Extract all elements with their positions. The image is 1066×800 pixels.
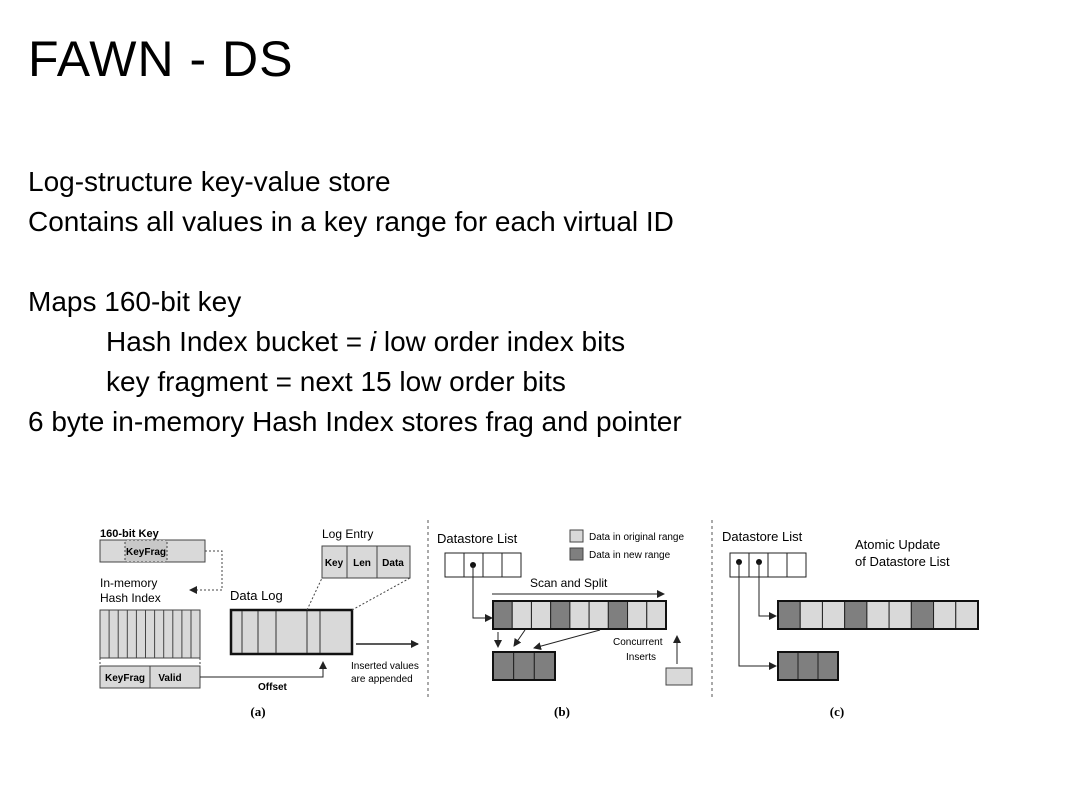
scan-split-label: Scan and Split — [530, 576, 608, 590]
caption-a: (a) — [250, 704, 265, 719]
data-new-range-cell — [844, 600, 868, 630]
caption-c: (c) — [830, 704, 844, 719]
data-new-range-cell — [607, 600, 629, 630]
datastore-c-original — [777, 600, 979, 630]
data-original-range-cell — [888, 600, 912, 630]
legend-new-swatch — [569, 547, 584, 561]
offset-arrow — [200, 661, 327, 678]
data-original-range-cell — [530, 600, 552, 630]
data-new-range-cell — [492, 600, 513, 630]
list-c-pointer-arrow-1 — [758, 562, 777, 620]
datastore-list-label-b: Datastore List — [437, 531, 518, 546]
log-entry-zoom-right — [351, 577, 411, 611]
caption-b: (b) — [554, 704, 570, 719]
data-new-range-cell — [492, 651, 515, 681]
datastore-outline — [777, 600, 979, 630]
panel-a: 160-bit Key KeyFrag In-memory Hash Index… — [99, 527, 419, 719]
datastore-c-new — [777, 651, 839, 681]
offset-label: Offset — [258, 682, 288, 693]
sub-bullet-key-fragment: key fragment = next 15 low order bits — [106, 366, 566, 397]
datastore-b-original — [492, 600, 667, 630]
log-entry-label: Log Entry — [322, 527, 373, 541]
inserted-label-2: are appended — [351, 674, 413, 685]
panel-b: Datastore List Data in original range Da… — [437, 529, 693, 719]
inserted-label-1: Inserted values — [351, 661, 419, 672]
data-new-range-cell — [910, 600, 935, 630]
atomic-update-label-1: Atomic Update — [855, 537, 940, 552]
split-arrow-2 — [513, 629, 526, 647]
list-b-pointer-arrow — [472, 565, 493, 622]
data-original-range-cell — [821, 600, 846, 630]
data-original-range-cell — [627, 600, 648, 630]
datastore-list-label-c: Datastore List — [722, 529, 803, 544]
hash-bucket-variable: i — [369, 326, 377, 357]
bullet-hash-index-bytes: 6 byte in-memory Hash Index stores frag … — [28, 406, 682, 437]
data-original-range-cell — [588, 600, 609, 630]
datastore-b-new — [492, 651, 556, 681]
bucket-valid-label: Valid — [158, 673, 181, 684]
data-original-range-cell — [799, 600, 823, 630]
bullet-log-structure: Log-structure key-value store — [28, 166, 391, 197]
data-log-box — [229, 608, 354, 656]
data-new-range-cell — [777, 600, 801, 630]
log-entry-len: Len — [353, 558, 371, 569]
panel-c: Datastore List Atomic Update of Datastor… — [722, 529, 979, 719]
hash-index-label-1: In-memory — [100, 576, 157, 590]
hash-index-table — [99, 609, 201, 659]
data-original-range-cell — [866, 600, 890, 630]
log-entry-key: Key — [325, 558, 344, 569]
data-original-range-cell — [933, 600, 957, 630]
legend-new-label: Data in new range — [589, 550, 671, 561]
data-original-range-cell — [569, 600, 590, 630]
slide-title: FAWN - DS — [28, 31, 294, 87]
keyfrag-box — [124, 539, 168, 563]
atomic-update-label-2: of Datastore List — [855, 554, 950, 569]
log-entry-data: Data — [382, 558, 404, 569]
legend-original-swatch — [569, 529, 584, 543]
hash-bucket-text-end: low order index bits — [376, 326, 626, 357]
data-log-label: Data Log — [230, 588, 283, 603]
data-new-range-cell — [777, 651, 799, 681]
bullet-maps-key: Maps 160-bit key — [28, 286, 242, 317]
split-arrow-3 — [533, 629, 601, 651]
datastore-outline — [492, 600, 667, 630]
data-log-entries — [241, 611, 321, 653]
concurrent-label-2: Inserts — [626, 652, 656, 663]
keyfrag-to-index-arrow — [189, 550, 223, 594]
hash-bucket-text: Hash Index bucket = — [106, 326, 370, 357]
hash-index-label-2: Hash Index — [100, 591, 161, 605]
log-entry-box — [321, 545, 411, 579]
data-new-range-cell — [513, 651, 535, 681]
datastore-outline — [777, 651, 839, 681]
list-c-pointer-arrow-2 — [738, 562, 777, 670]
data-new-range-cell — [550, 600, 571, 630]
legend-original-label: Data in original range — [589, 532, 684, 543]
data-new-range-cell — [797, 651, 819, 681]
concurrent-insert-box — [665, 667, 693, 686]
data-original-range-cell — [955, 600, 979, 630]
hash-index-buckets — [108, 610, 192, 658]
datastore-outline — [492, 651, 556, 681]
data-original-range-cell — [646, 600, 667, 630]
concurrent-label-1: Concurrent — [613, 637, 663, 648]
data-original-range-cell — [511, 600, 532, 630]
data-new-range-cell — [817, 651, 839, 681]
key-label: 160-bit Key — [100, 528, 160, 540]
keyfrag-label: KeyFrag — [126, 547, 166, 558]
sub-bullet-hash-bucket: Hash Index bucket = i low order index bi… — [106, 326, 625, 358]
bucket-keyfrag-label: KeyFrag — [105, 673, 145, 684]
log-entry-zoom-left — [306, 577, 323, 611]
bullet-contains-values: Contains all values in a key range for e… — [28, 206, 674, 237]
data-new-range-cell — [533, 651, 556, 681]
